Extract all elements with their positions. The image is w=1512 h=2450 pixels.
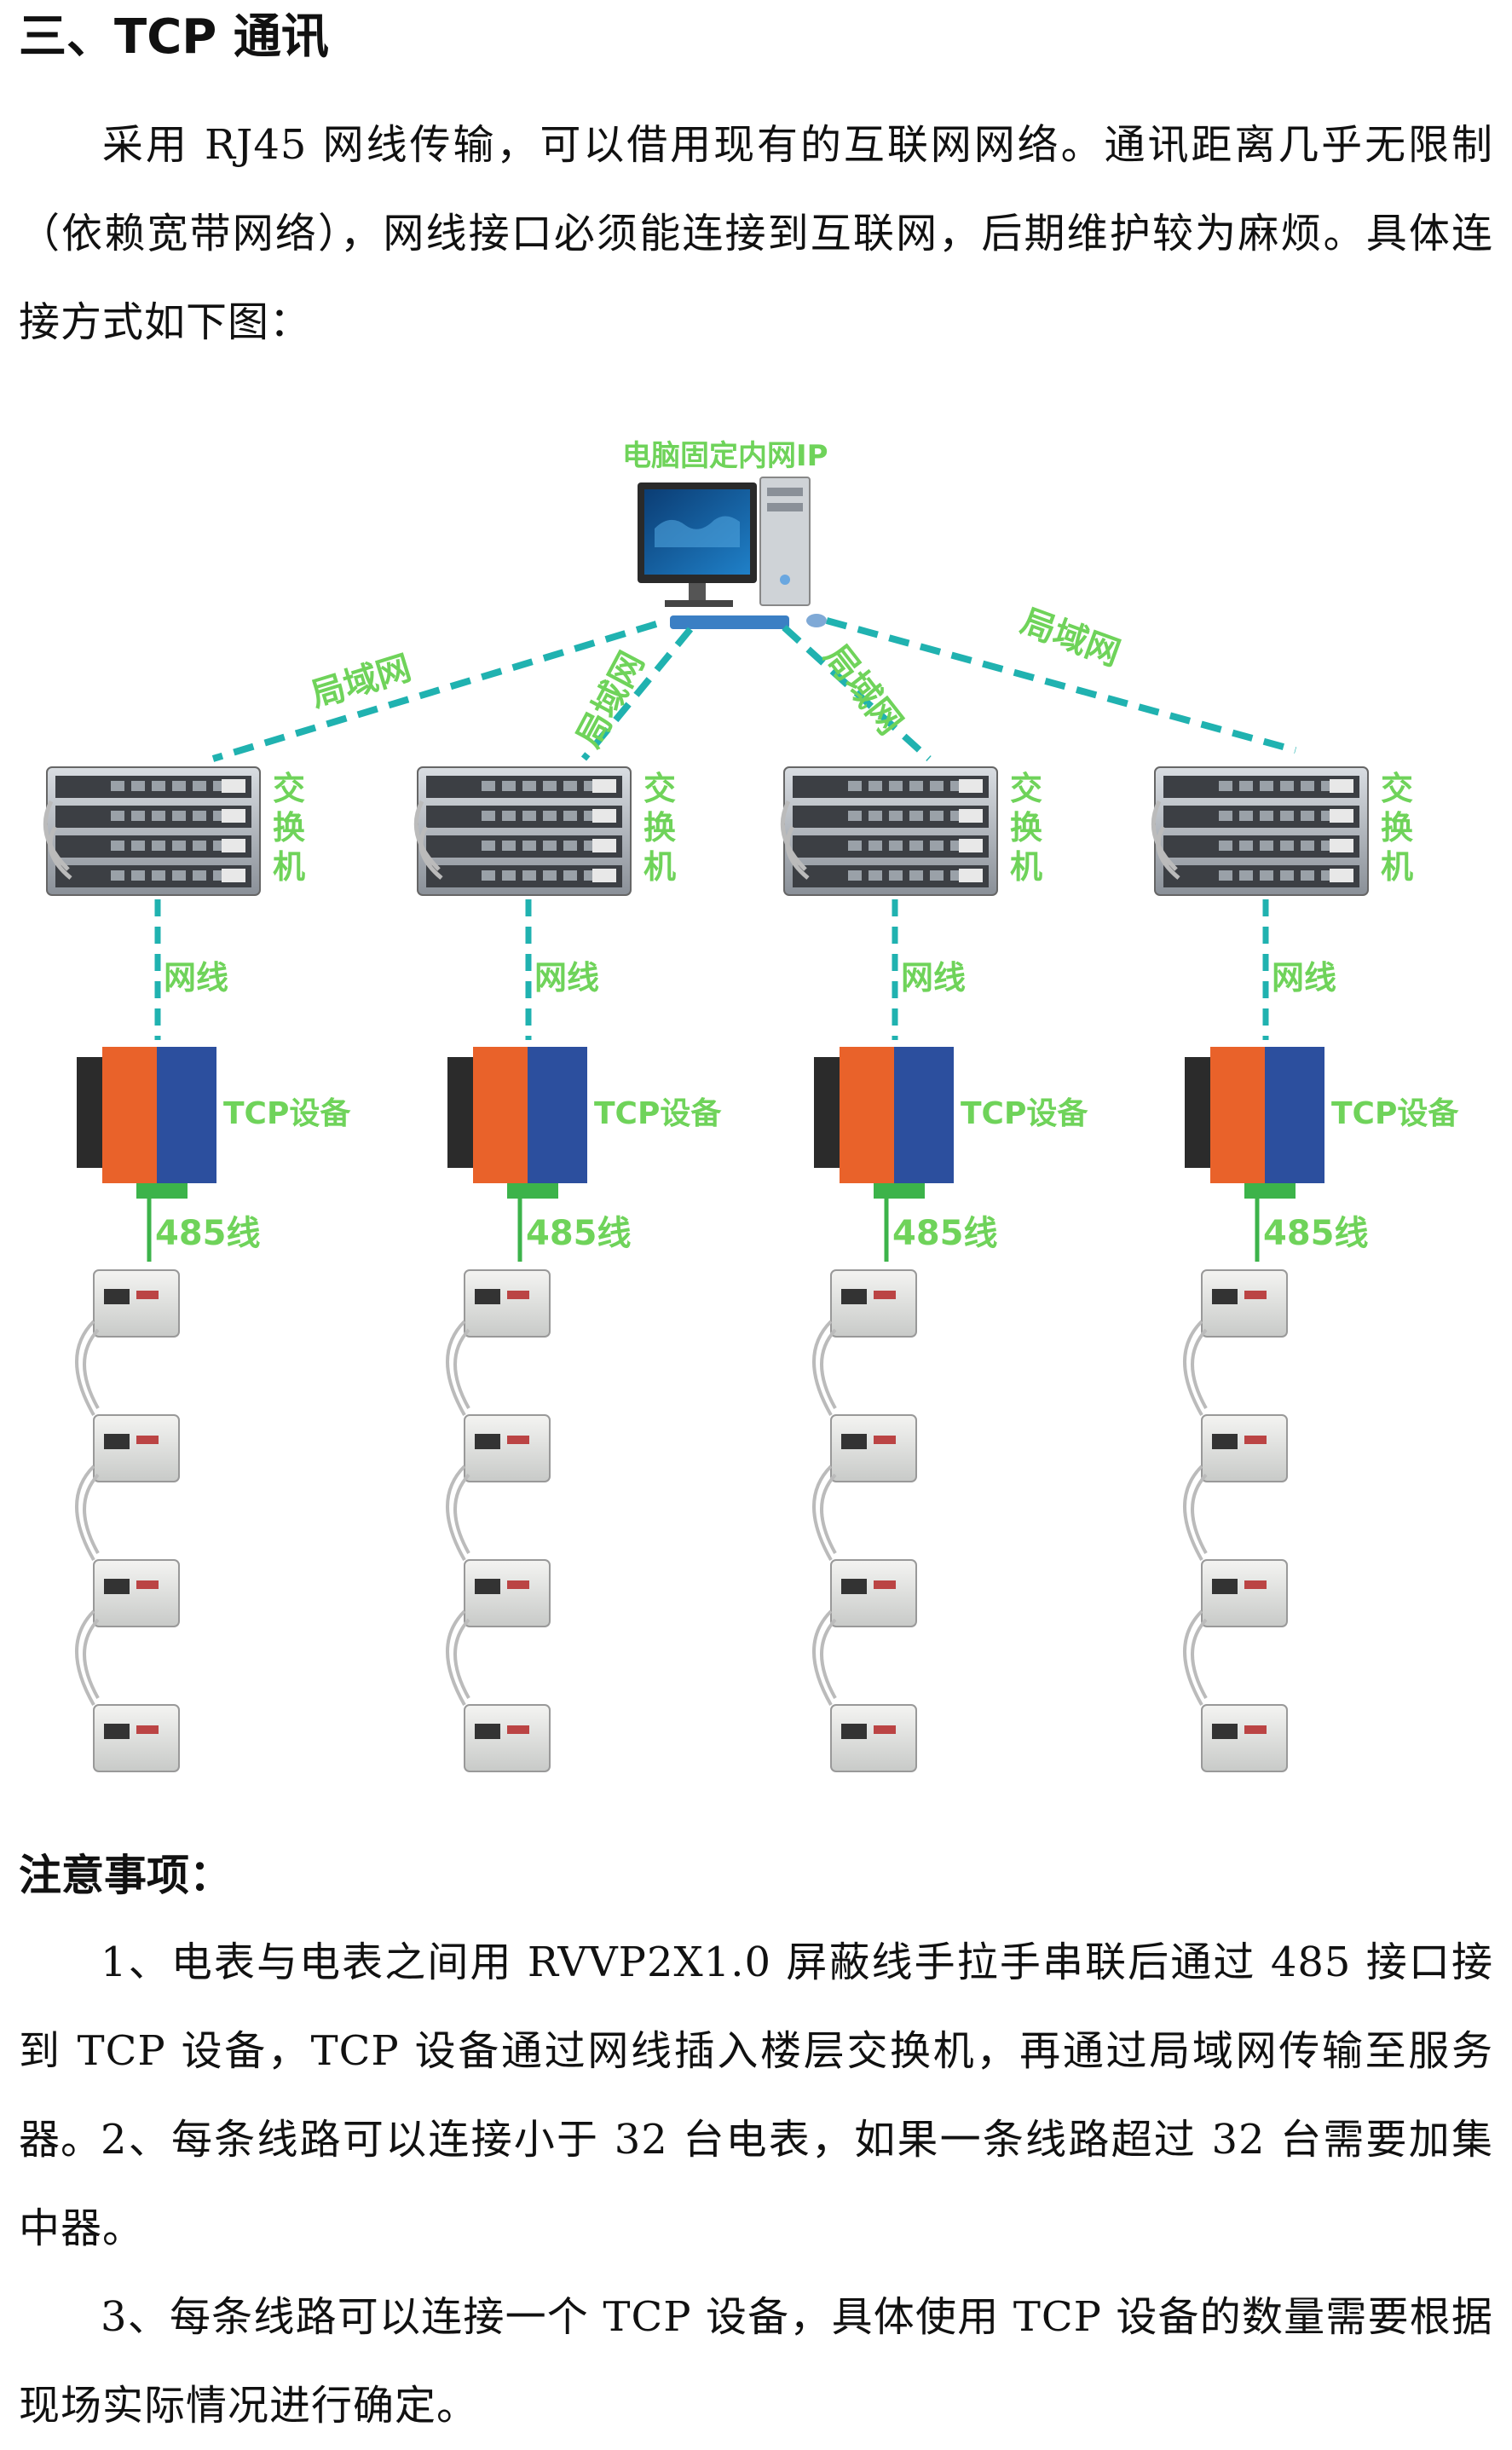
- switch-label-char: 换: [1381, 809, 1413, 847]
- switch-icon: [43, 766, 261, 896]
- meter-chain-cable: [1183, 1465, 1208, 1561]
- pc-label: 电脑固定内网IP: [622, 439, 828, 473]
- cable-label: 网线: [1272, 959, 1336, 997]
- meter-chain-cable: [75, 1465, 100, 1561]
- switch-label-char: 交: [643, 770, 676, 807]
- meter-icon: [464, 1269, 551, 1338]
- meter-chain-cable: [1183, 1609, 1208, 1706]
- switch-label-char: 机: [643, 848, 676, 886]
- meter-chain-cable: [446, 1465, 470, 1561]
- switch-label-char: 交: [273, 770, 305, 807]
- tcp-device-label: TCP设备: [594, 1096, 722, 1131]
- rs485-label: 485线: [1263, 1214, 1369, 1253]
- note-text: 1、电表与电表之间用 RVVP2X1.0 屏蔽线手拉手串联后通过 485 接口接…: [19, 1939, 1493, 2164]
- meter-chain-cable: [75, 1320, 100, 1416]
- meter-icon: [93, 1704, 180, 1772]
- meter-icon: [830, 1559, 917, 1627]
- meter-icon: [464, 1559, 551, 1627]
- switch-label-char: 换: [643, 809, 676, 847]
- note-text: 3、每条线路可以连接一个 TCP 设备，具体使用 TCP 设备的数量需要根据现场…: [19, 2293, 1493, 2430]
- switch-label-char: 换: [273, 809, 305, 847]
- meter-icon: [830, 1704, 917, 1772]
- meter-icon: [830, 1269, 917, 1338]
- meter-icon: [93, 1559, 180, 1627]
- switch-label-char: 换: [1010, 809, 1042, 847]
- meter-chain-cable: [75, 1609, 100, 1706]
- tcp-device-icon: [77, 1047, 216, 1199]
- switch-label-char: 机: [1381, 848, 1413, 886]
- rs485-label: 485线: [526, 1214, 632, 1253]
- switch-label-char: 机: [1010, 848, 1042, 886]
- meter-chain-cable: [446, 1609, 470, 1706]
- meter-icon: [830, 1414, 917, 1482]
- rs485-label: 485线: [155, 1214, 261, 1253]
- switch-label-char: 交: [1010, 770, 1042, 807]
- note-item-1: 1、电表与电表之间用 RVVP2X1.0 屏蔽线手拉手串联后通过 485 接口接…: [19, 1918, 1493, 2184]
- meter-icon: [464, 1414, 551, 1482]
- meter-chain-cable: [812, 1320, 837, 1416]
- note-item-2: 2、每条线路可以连接小于 32 台电表，如果一条线路超过 32 台需要加集中器。: [19, 2095, 1493, 2273]
- note-item-3: 3、每条线路可以连接一个 TCP 设备，具体使用 TCP 设备的数量需要根据现场…: [19, 2273, 1493, 2450]
- cable-label: 网线: [164, 959, 228, 997]
- switch-icon: [413, 766, 632, 896]
- note-text: 2、每条线路可以连接小于 32 台电表，如果一条线路超过 32 台需要加集中器。: [19, 2116, 1493, 2252]
- meter-chain-cable: [1183, 1320, 1208, 1416]
- lan-label-4: 局域网: [1016, 602, 1125, 673]
- network-diagram: 电脑固定内网IP 局域网 局域网 局域网 局域网 交换机网线TCP设备485线交…: [43, 439, 1459, 1772]
- meter-chain-cable: [812, 1465, 837, 1561]
- meter-icon: [1201, 1559, 1288, 1627]
- notes-title: 注意事项：: [19, 1851, 232, 1900]
- switch-icon: [780, 766, 998, 896]
- tcp-device-label: TCP设备: [1331, 1096, 1459, 1131]
- switch-icon: [1151, 766, 1369, 896]
- tcp-device-label: TCP设备: [961, 1096, 1088, 1131]
- tcp-device-icon: [447, 1047, 587, 1199]
- tcp-device-label: TCP设备: [223, 1096, 351, 1131]
- section-heading: 三、TCP 通讯: [19, 9, 329, 65]
- cable-label: 网线: [534, 959, 599, 997]
- meter-icon: [93, 1414, 180, 1482]
- switch-label-char: 交: [1381, 770, 1413, 807]
- tcp-device-icon: [814, 1047, 954, 1199]
- meter-chain-cable: [812, 1609, 837, 1706]
- computer-icon: [638, 477, 827, 629]
- meter-icon: [93, 1269, 180, 1338]
- rs485-label: 485线: [892, 1214, 998, 1253]
- cable-label: 网线: [901, 959, 966, 997]
- lan-label-3: 局域网: [816, 638, 909, 743]
- lan-label-2: 局域网: [569, 645, 652, 754]
- meter-icon: [464, 1704, 551, 1772]
- meter-icon: [1201, 1704, 1288, 1772]
- switch-label-char: 机: [273, 848, 305, 886]
- lan-links: [211, 617, 1297, 762]
- intro-paragraph: 采用 RJ45 网线传输，可以借用现有的互联网网络。通讯距离几乎无限制（依赖宽带…: [19, 101, 1493, 367]
- meter-chain-cable: [446, 1320, 470, 1416]
- meter-icon: [1201, 1414, 1288, 1482]
- intro-text: 采用 RJ45 网线传输，可以借用现有的互联网网络。通讯距离几乎无限制（依赖宽带…: [19, 121, 1493, 346]
- tcp-device-icon: [1185, 1047, 1324, 1199]
- meter-icon: [1201, 1269, 1288, 1338]
